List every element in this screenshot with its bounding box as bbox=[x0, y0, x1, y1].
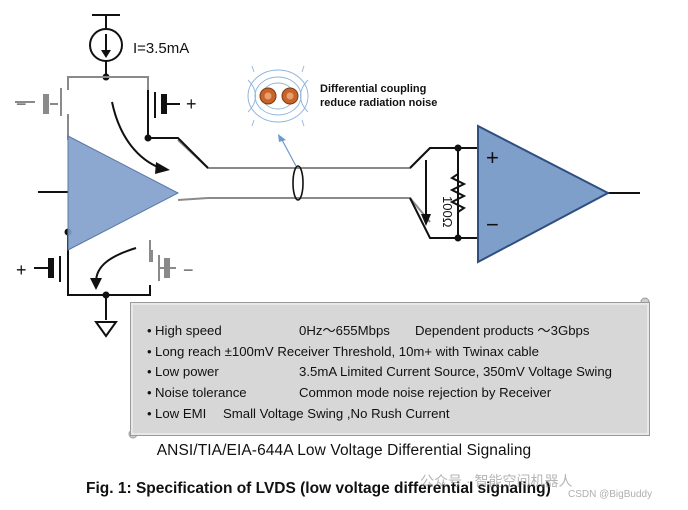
spec-label: High speed bbox=[155, 323, 222, 338]
current-label: I=3.5mA bbox=[133, 40, 189, 57]
flow-arrow-bottom-head bbox=[90, 278, 102, 290]
driver-minus-top: − bbox=[16, 94, 27, 114]
spec-bullet: • bbox=[147, 385, 152, 400]
watermark-text: 公众号 · 智能空间机器人 bbox=[420, 473, 573, 489]
spec-extra: Dependent products ～3Gbps bbox=[415, 323, 590, 338]
node-dot-r1 bbox=[454, 144, 462, 152]
receiver-plus: + bbox=[486, 145, 499, 170]
spec-value: 3.5mA Limited Current Source, 350mV Volt… bbox=[299, 364, 613, 379]
coupling-label-2: reduce radiation noise bbox=[320, 97, 437, 109]
gate-bar-left-bottom bbox=[48, 258, 54, 278]
driver-amplifier bbox=[67, 135, 180, 251]
current-arrow-icon bbox=[101, 50, 111, 58]
spec-label: Noise tolerance bbox=[155, 385, 247, 400]
spec-label: Low EMI bbox=[155, 406, 207, 421]
field-lines-icon bbox=[247, 65, 309, 127]
node-dot-r2 bbox=[454, 234, 462, 242]
spec-bullet: • bbox=[147, 364, 152, 379]
spec-bullet: • bbox=[147, 406, 152, 421]
resistor-icon bbox=[449, 168, 467, 218]
spec-label: Long reach ±100mV Receiver Threshold, 10… bbox=[155, 344, 539, 359]
coupling-pointer bbox=[280, 137, 297, 167]
driver-plus-bottom: + bbox=[16, 260, 27, 280]
spec-row-high-speed: • High speed 0Hz～655Mbps Dependent produ… bbox=[147, 321, 589, 341]
flow-arrow-top-head bbox=[155, 162, 170, 174]
standard-subtitle: ANSI/TIA/EIA-644A Low Voltage Differenti… bbox=[156, 442, 532, 459]
spec-bullet: • bbox=[147, 323, 152, 338]
receiver-amplifier bbox=[477, 124, 611, 264]
spec-value: 0Hz～655Mbps bbox=[299, 323, 390, 338]
figure-caption: Fig. 1: Specification of LVDS (low volta… bbox=[86, 480, 551, 497]
gate-bar-right-bottom bbox=[164, 258, 170, 278]
spec-row-low-power: • Low power 3.5mA Limited Current Source… bbox=[147, 362, 612, 382]
resistor-label: 100Ω bbox=[440, 196, 455, 228]
flow-arrow-top bbox=[111, 101, 161, 169]
spec-row-long-reach: • Long reach ±100mV Receiver Threshold, … bbox=[147, 342, 539, 362]
watermark-csdn: CSDN @BigBuddy bbox=[568, 489, 653, 500]
spec-value: Small Voltage Swing ,No Rush Current bbox=[223, 406, 450, 421]
node-dot-sw bbox=[144, 134, 152, 142]
spec-label: Low power bbox=[155, 364, 219, 379]
spec-row-low-emi: • Low EMI Small Voltage Swing ,No Rush C… bbox=[147, 404, 450, 424]
ground-icon bbox=[94, 321, 118, 338]
gate-bar-right-top bbox=[161, 94, 167, 114]
coupling-pointer-head bbox=[278, 134, 286, 142]
spec-row-noise-tolerance: • Noise tolerance Common mode noise reje… bbox=[147, 383, 551, 403]
node-dot-bottom bbox=[102, 291, 110, 299]
twisted-pair-ring bbox=[292, 165, 304, 201]
spec-bullet: • bbox=[147, 344, 152, 359]
coupling-label-1: Differential coupling bbox=[320, 83, 426, 95]
flow-arrow-bottom bbox=[95, 247, 137, 283]
receiver-minus: − bbox=[486, 212, 499, 237]
gate-bar-left-top bbox=[43, 94, 49, 114]
driver-plus-top: + bbox=[186, 94, 197, 114]
current-source bbox=[89, 14, 123, 77]
active-transistor-bottom bbox=[34, 232, 151, 320]
spec-value: Common mode noise rejection by Receiver bbox=[299, 385, 552, 400]
resistor-current-arrow-head bbox=[421, 214, 431, 226]
spec-panel: • High speed 0Hz～655Mbps Dependent produ… bbox=[130, 302, 650, 436]
driver-minus-bottom: − bbox=[183, 260, 194, 280]
